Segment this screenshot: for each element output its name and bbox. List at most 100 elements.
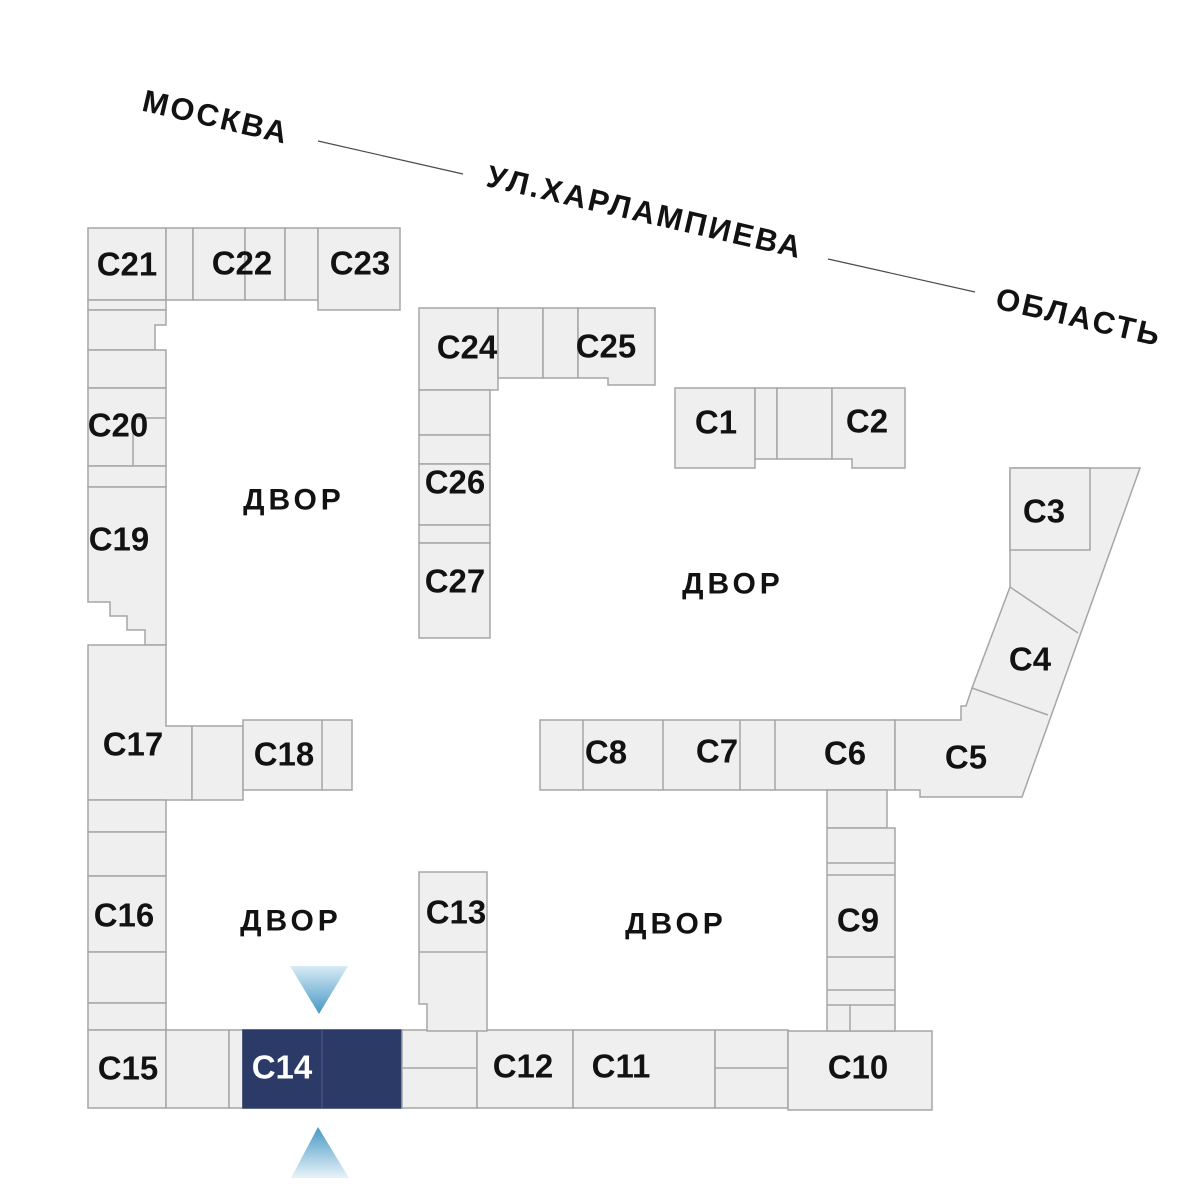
building-section[interactable] xyxy=(418,524,491,544)
building-section[interactable] xyxy=(191,725,244,801)
building-c6-label: С6 xyxy=(824,735,866,772)
building-section[interactable] xyxy=(165,227,194,301)
building-c16-section[interactable] xyxy=(87,875,167,953)
building-c1-section[interactable] xyxy=(674,387,756,469)
building-section[interactable] xyxy=(284,227,319,301)
street-city-label: МОСКВА xyxy=(139,83,293,151)
street-line xyxy=(827,258,976,293)
section-divider xyxy=(1009,586,1079,634)
building-c22-label: С22 xyxy=(212,245,273,282)
building-section[interactable] xyxy=(192,227,246,301)
arrow-up-icon xyxy=(291,1127,349,1178)
building-c9-section[interactable] xyxy=(826,827,896,1032)
building-c21-section[interactable] xyxy=(87,227,167,301)
building-c18[interactable]: С18 xyxy=(242,719,353,791)
building-section[interactable] xyxy=(714,1029,789,1109)
building-section[interactable] xyxy=(165,1029,230,1109)
building-c1-c2[interactable]: С1 С2 xyxy=(674,387,906,469)
row-c8-c7-c6[interactable]: С8 С7 С6 xyxy=(539,719,896,791)
building-c21[interactable]: С21 xyxy=(87,227,167,301)
building-section[interactable] xyxy=(776,387,833,460)
building-c26-c27[interactable]: С26 С27 xyxy=(418,389,491,639)
building-c15-label: С15 xyxy=(98,1050,159,1087)
section-divider xyxy=(132,417,166,466)
street-name-label: УЛ.ХАРЛАМПИЕВА xyxy=(483,159,806,266)
building-c19-label: С19 xyxy=(89,521,150,558)
building-c11-label: С11 xyxy=(592,1048,651,1085)
building-c18-label: С18 xyxy=(254,736,315,773)
building-c26-label: С26 xyxy=(425,464,486,501)
arrow-down-icon xyxy=(290,966,348,1014)
building-c10[interactable]: С10 xyxy=(714,1029,933,1111)
building-section[interactable] xyxy=(87,465,167,488)
building-c4-label: С4 xyxy=(1009,641,1052,678)
building-section[interactable] xyxy=(401,1029,478,1109)
building-section[interactable] xyxy=(87,831,167,877)
building-section[interactable] xyxy=(826,789,888,829)
building-c22[interactable]: С22 xyxy=(165,227,319,301)
building-c3-c4-c5[interactable]: С3 С4 С5 xyxy=(894,467,1142,798)
building-c26-section[interactable] xyxy=(418,463,491,526)
building-c13-label: С13 xyxy=(426,894,487,931)
building-section[interactable] xyxy=(497,307,544,379)
building-c19-section[interactable] xyxy=(87,486,167,646)
building-c19[interactable]: С19 xyxy=(87,465,167,646)
building-c1-label: С1 xyxy=(695,404,737,441)
building-c3-label: С3 xyxy=(1023,493,1065,530)
building-c18-section[interactable] xyxy=(242,719,353,791)
building-c27-label: С27 xyxy=(425,563,486,600)
building-section[interactable] xyxy=(87,951,167,1004)
building-section[interactable] xyxy=(228,1029,244,1109)
building-section[interactable] xyxy=(87,799,167,833)
building-c17-label: С17 xyxy=(103,726,164,763)
building-section[interactable] xyxy=(418,434,491,465)
building-c17-section[interactable] xyxy=(87,644,193,801)
building-c25-section[interactable] xyxy=(577,307,656,386)
building-c8-label: С8 xyxy=(585,734,627,771)
building-c24-label: С24 xyxy=(437,329,498,366)
building-c17[interactable]: С17 xyxy=(87,644,244,801)
building-c14-highlighted[interactable]: С14 xyxy=(242,1029,403,1109)
building-c23-section[interactable] xyxy=(317,227,401,311)
building-c2-section[interactable] xyxy=(831,387,906,469)
building-c27-section[interactable] xyxy=(418,542,491,639)
building-c12-section[interactable] xyxy=(476,1029,574,1109)
building-c23[interactable]: С23 xyxy=(317,227,401,311)
building-section[interactable] xyxy=(754,387,778,460)
building-c20[interactable]: С20 xyxy=(87,387,167,467)
building-c5-label: С5 xyxy=(945,739,987,776)
building-c12-label: С12 xyxy=(493,1048,554,1085)
building-c10-section[interactable] xyxy=(787,1030,933,1111)
building-section[interactable] xyxy=(87,1002,167,1031)
building-section[interactable] xyxy=(87,349,167,389)
building-section[interactable] xyxy=(542,307,579,379)
building-c9-label: С9 xyxy=(837,902,879,939)
building-c7-label: С7 xyxy=(696,733,738,770)
building-section[interactable] xyxy=(87,299,167,311)
building-c12[interactable]: С12 xyxy=(401,1029,574,1109)
building-c15[interactable]: С15 xyxy=(87,1029,244,1109)
street-area-label: ОБЛАСТЬ xyxy=(993,281,1166,353)
building-c9[interactable]: С9 xyxy=(826,789,896,1032)
building-section[interactable] xyxy=(418,389,491,436)
building-c16[interactable]: С16 xyxy=(87,799,167,1031)
building-c3-section[interactable] xyxy=(1009,467,1091,551)
building-c20-section[interactable] xyxy=(87,387,167,467)
building-section[interactable] xyxy=(87,309,167,351)
west-wing[interactable] xyxy=(87,299,167,389)
building-c11-section[interactable] xyxy=(572,1029,716,1109)
building-c21-label: С21 xyxy=(97,246,158,283)
street-line xyxy=(317,140,464,175)
building-c13[interactable]: С13 xyxy=(418,871,488,1032)
building-c10-label: С10 xyxy=(828,1049,889,1086)
courtyard-label-nw: ДВОР xyxy=(243,484,345,517)
building-c24-c25[interactable]: С24 С25 xyxy=(418,307,656,391)
building-c23-label: С23 xyxy=(330,245,391,282)
building-c25-label: С25 xyxy=(576,328,637,365)
building-c14-label: С14 xyxy=(252,1049,313,1086)
building-row[interactable] xyxy=(539,719,896,791)
building-c11[interactable]: С11 xyxy=(572,1029,716,1109)
building-c16-label: С16 xyxy=(94,897,155,934)
